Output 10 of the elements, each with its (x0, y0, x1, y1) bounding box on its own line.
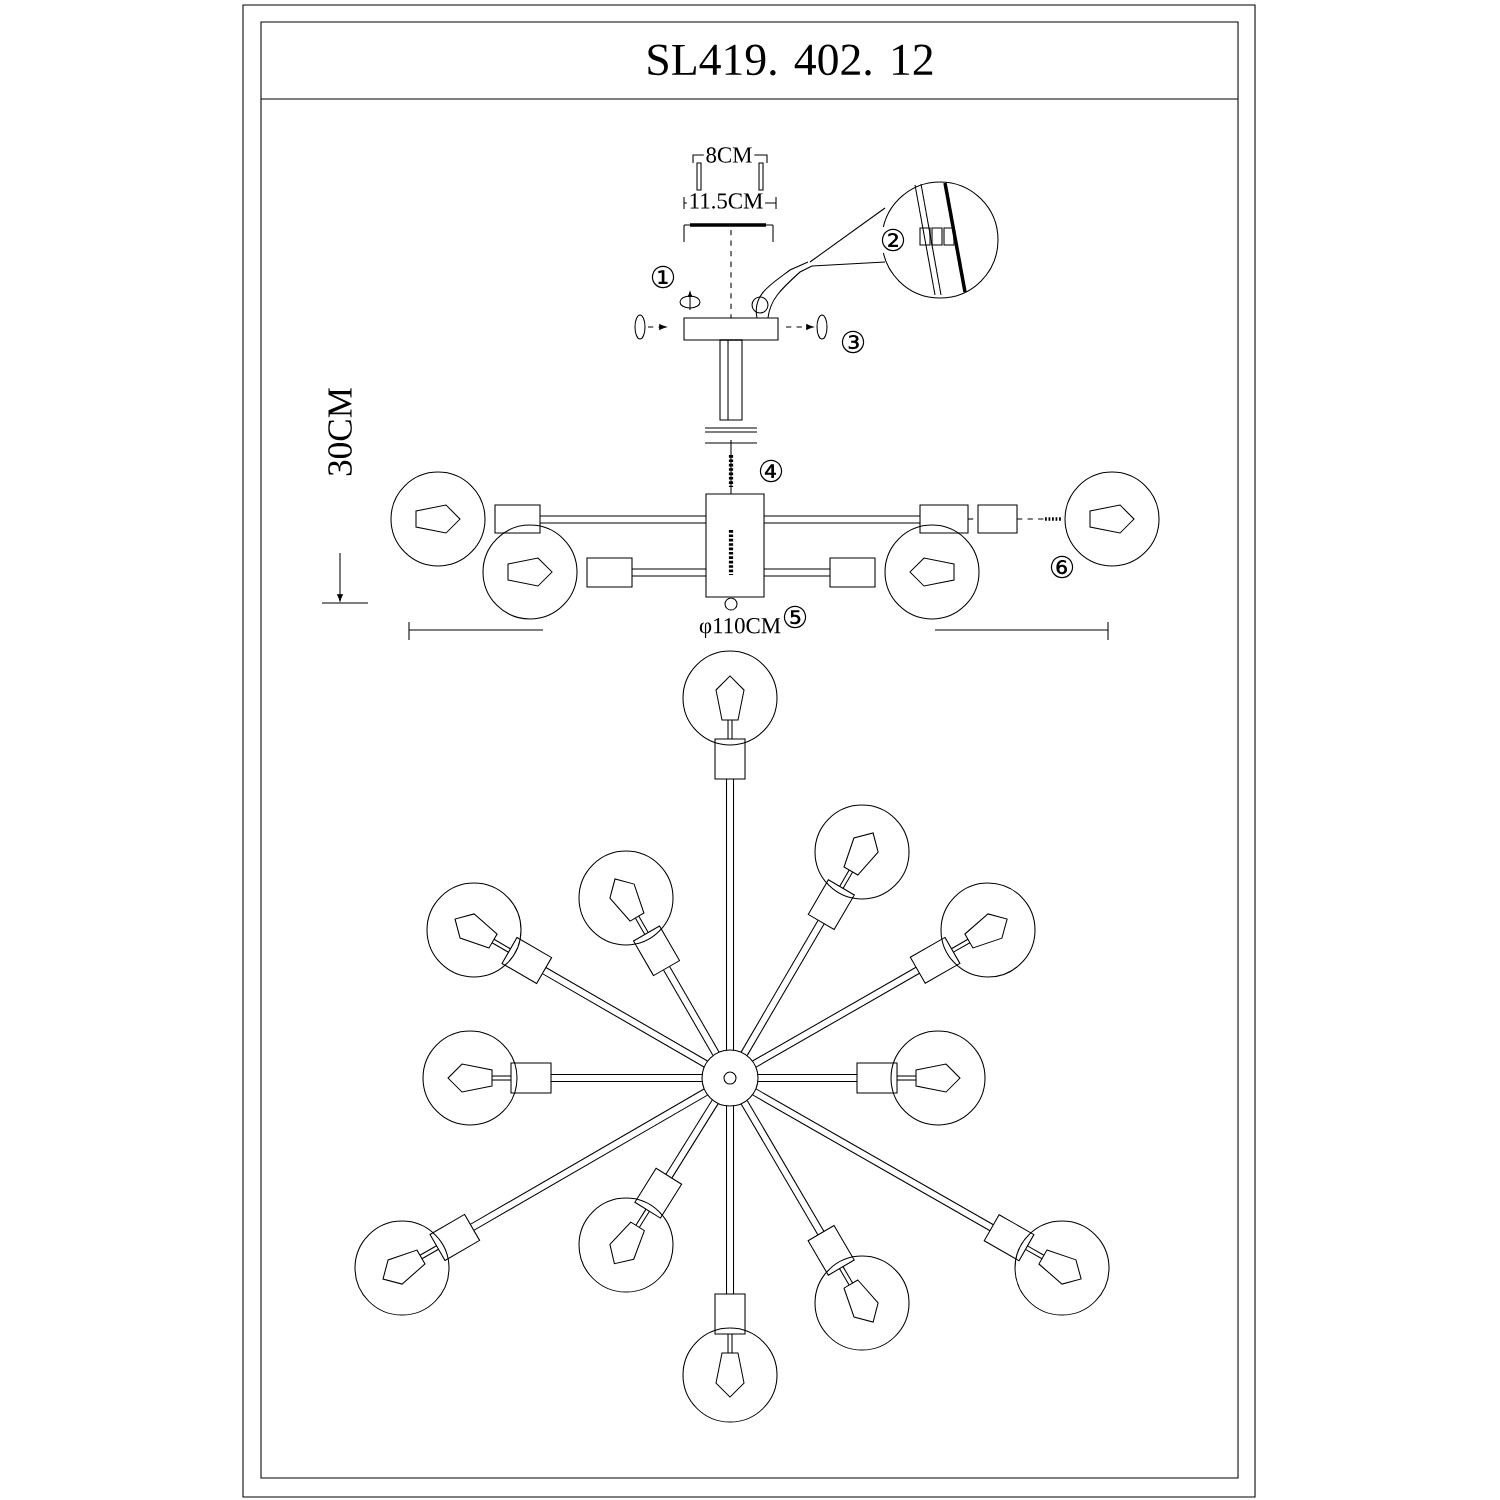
callout-number: ⑥ (1046, 554, 1078, 580)
dimension-label: 30CM (328, 388, 352, 476)
callout-number: ③ (837, 329, 869, 355)
dimension-label: 11.5CM (686, 191, 766, 211)
callout-number: ⑤ (779, 604, 811, 630)
callout-number: ① (647, 264, 679, 290)
dimension-label: 8CM (703, 145, 755, 165)
callout-number: ② (877, 227, 909, 253)
callout-number: ④ (755, 458, 787, 484)
title: SL419. 402. 12 (648, 44, 933, 76)
